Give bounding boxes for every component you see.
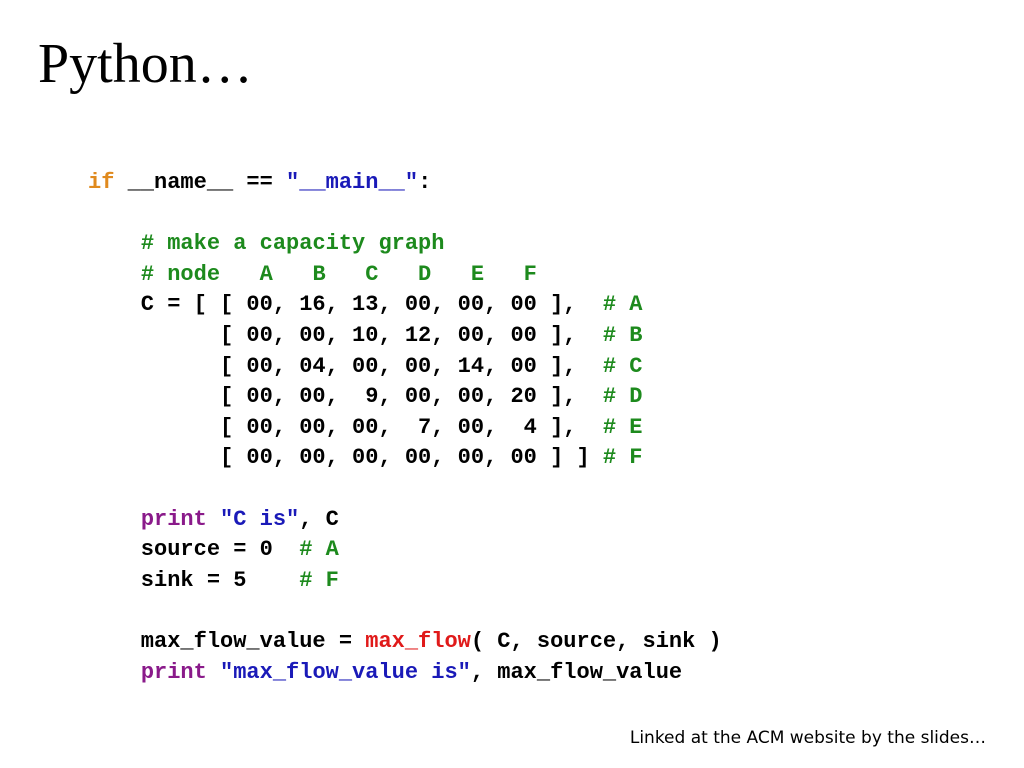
code-token-plain: sink = 5 xyxy=(88,567,300,593)
code-line: [ 00, 00, 00, 7, 00, 4 ], # E xyxy=(88,413,722,444)
code-line: [ 00, 00, 00, 00, 00, 00 ] ] # F xyxy=(88,443,722,474)
code-line: [ 00, 00, 9, 00, 00, 20 ], # D xyxy=(88,382,722,413)
code-line: print "max_flow_value is", max_flow_valu… xyxy=(88,658,722,689)
blank-code-line xyxy=(88,199,722,230)
code-token-plain xyxy=(207,507,220,532)
code-token-plain xyxy=(88,262,141,287)
code-token-string: "max_flow_value is" xyxy=(220,659,471,685)
code-token-plain: [ 00, 04, 00, 00, 14, 00 ], xyxy=(88,353,603,379)
code-token-comment: # node A B C D E F xyxy=(140,261,537,287)
code-token-plain: C = [ [ 00, 16, 13, 00, 00, 00 ], xyxy=(88,292,603,318)
blank-code-line xyxy=(88,474,722,505)
code-token-plain: __name__ == xyxy=(114,170,287,195)
code-token-comment: # C xyxy=(602,353,643,379)
code-token-plain: source = 0 xyxy=(88,537,300,563)
code-token-plain: max_flow_value = xyxy=(88,628,366,654)
code-token-plain xyxy=(207,660,220,685)
code-line: C = [ [ 00, 16, 13, 00, 00, 00 ], # A xyxy=(88,290,722,321)
code-block: if __name__ == "__main__": # make a capa… xyxy=(88,168,722,688)
code-token-plain: [ 00, 00, 10, 12, 00, 00 ], xyxy=(88,322,603,348)
footer-note: Linked at the ACM website by the slides… xyxy=(629,728,986,748)
code-token-plain: ( C, source, sink ) xyxy=(470,628,722,654)
code-line: [ 00, 00, 10, 12, 00, 00 ], # B xyxy=(88,321,722,352)
code-token-plain xyxy=(88,507,141,532)
code-line: print "C is", C xyxy=(88,505,722,536)
code-line: sink = 5 # F xyxy=(88,566,722,597)
code-line: [ 00, 04, 00, 00, 14, 00 ], # C xyxy=(88,352,722,383)
code-line: if __name__ == "__main__": xyxy=(88,168,722,199)
code-line: # make a capacity graph xyxy=(88,229,722,260)
code-token-comment: # D xyxy=(602,384,643,410)
code-token-keyword: if xyxy=(88,170,115,195)
code-token-plain: [ 00, 00, 00, 7, 00, 4 ], xyxy=(88,414,603,440)
code-line: max_flow_value = max_flow( C, source, si… xyxy=(88,627,722,658)
code-token-comment: # E xyxy=(602,414,643,440)
code-token-plain xyxy=(88,660,141,685)
code-token-string: "C is" xyxy=(220,506,300,532)
blank-code-line xyxy=(88,596,722,627)
code-token-comment: # A xyxy=(602,292,643,318)
code-token-plain: [ 00, 00, 00, 00, 00, 00 ] ] xyxy=(88,445,603,471)
code-token-comment: # B xyxy=(602,322,643,348)
code-token-comment: # F xyxy=(299,567,339,593)
slide-title: Python… xyxy=(38,33,253,95)
code-token-plain: , C xyxy=(299,506,339,532)
code-token-string: "__main__" xyxy=(286,170,419,195)
code-token-comment: # F xyxy=(602,445,643,471)
code-token-plain: : xyxy=(418,170,432,195)
code-token-plain: , max_flow_value xyxy=(470,659,683,685)
code-token-builtin: print xyxy=(140,506,207,532)
code-token-comment: # make a capacity graph xyxy=(140,231,445,257)
code-token-comment: # A xyxy=(299,537,339,563)
code-line: source = 0 # A xyxy=(88,535,722,566)
code-token-plain: [ 00, 00, 9, 00, 00, 20 ], xyxy=(88,384,603,410)
code-token-builtin: print xyxy=(140,659,207,685)
code-token-plain xyxy=(88,231,141,256)
code-token-call: max_flow xyxy=(365,628,471,654)
code-line: # node A B C D E F xyxy=(88,260,722,291)
